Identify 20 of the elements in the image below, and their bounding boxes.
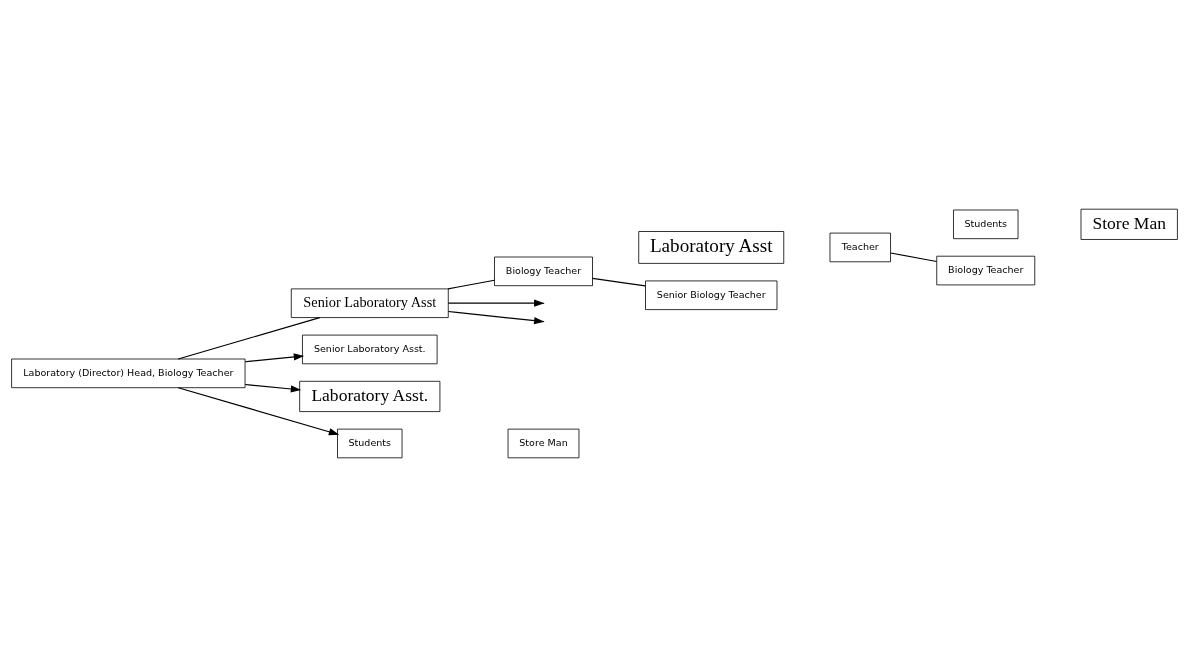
node-box: Students <box>953 209 1019 240</box>
node-box: Senior Biology Teacher <box>645 280 778 310</box>
connector <box>592 277 646 287</box>
node-box: Students <box>337 428 403 459</box>
node-box: Laboratory Asst <box>638 231 785 264</box>
node-box: Biology Teacher <box>936 255 1036 286</box>
arrow <box>244 383 302 393</box>
node-box: Teacher <box>829 232 891 263</box>
node-box: Senior Laboratory Asst <box>290 288 449 318</box>
node-box: Laboratory Asst. <box>299 380 441 412</box>
connector <box>447 279 496 290</box>
connector <box>890 252 938 263</box>
node-box: Senior Laboratory Asst. <box>302 334 438 365</box>
arrow <box>447 299 545 307</box>
arrow <box>244 353 305 363</box>
node-box: Laboratory (Director) Head, Biology Teacher <box>11 358 246 389</box>
node-box: Store Man <box>507 428 580 459</box>
node-box: Store Man <box>1080 208 1178 240</box>
arrow <box>177 387 340 436</box>
node-box: Biology Teacher <box>494 256 593 287</box>
